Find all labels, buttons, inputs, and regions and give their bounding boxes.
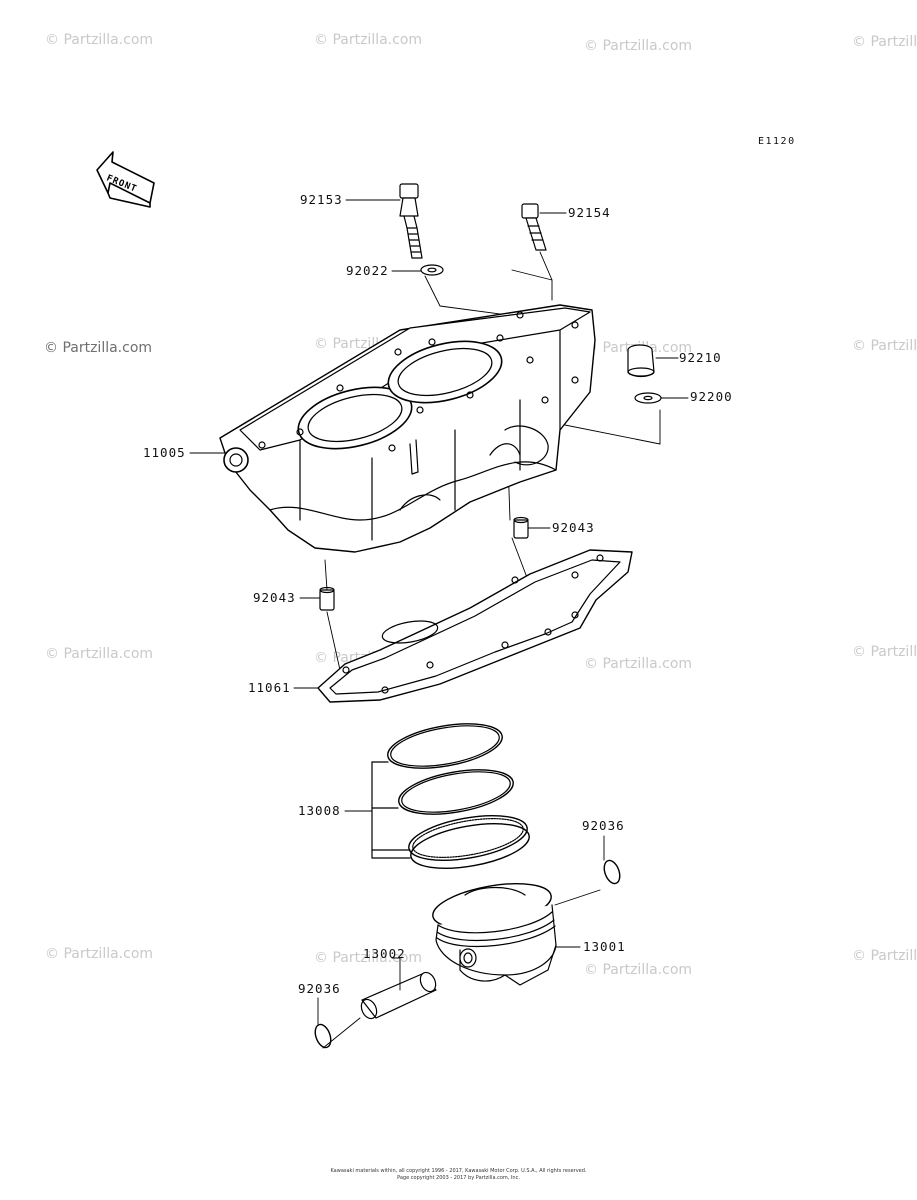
sleeve-92210 bbox=[627, 344, 655, 378]
callout-92200[interactable]: 92200 bbox=[690, 389, 733, 404]
watermark: © Partzilla.com bbox=[584, 962, 693, 978]
watermark: © Partzilla.com bbox=[584, 38, 693, 54]
front-arrow-icon: FRONT bbox=[96, 151, 155, 208]
callout-13001[interactable]: 13001 bbox=[583, 939, 626, 954]
circlip-92036-left bbox=[314, 1023, 332, 1049]
bolt-92154 bbox=[521, 203, 547, 251]
washer-92022 bbox=[420, 264, 444, 276]
watermark: © Partzilla.com bbox=[852, 338, 917, 354]
watermark: © Partzilla.com bbox=[45, 32, 154, 48]
watermark: © Partzilla.com bbox=[44, 340, 153, 356]
callout-92043-left[interactable]: 92043 bbox=[253, 590, 296, 605]
watermark: © Partzilla.com bbox=[852, 34, 917, 50]
callout-92154[interactable]: 92154 bbox=[568, 205, 611, 220]
watermark: © Partzilla.com bbox=[584, 656, 693, 672]
callout-11061[interactable]: 11061 bbox=[248, 680, 291, 695]
watermark: © Partzilla.com bbox=[314, 950, 423, 966]
callout-92036-right[interactable]: 92036 bbox=[582, 818, 625, 833]
copyright-footer-line1: Kawasaki materials within, all copyright… bbox=[330, 1168, 587, 1174]
leader-lines bbox=[189, 199, 689, 1025]
watermark: © Partzilla.com bbox=[852, 948, 917, 964]
watermark: © Partzilla.com bbox=[45, 646, 154, 662]
dowel-92043-right bbox=[513, 516, 529, 539]
callout-92022[interactable]: 92022 bbox=[346, 263, 389, 278]
circlip-92036-right bbox=[603, 859, 621, 885]
cylinder-block-11005 bbox=[219, 304, 596, 553]
callout-11005[interactable]: 11005 bbox=[143, 445, 186, 460]
callout-92153[interactable]: 92153 bbox=[300, 192, 343, 207]
callout-13002[interactable]: 13002 bbox=[363, 946, 406, 961]
piston-pin-13002 bbox=[360, 971, 437, 1020]
callout-92043-right[interactable]: 92043 bbox=[552, 520, 595, 535]
gasket-11061 bbox=[317, 549, 633, 703]
piston-13001 bbox=[432, 883, 557, 986]
watermark: © Partzilla.com bbox=[45, 946, 154, 962]
callout-92210[interactable]: 92210 bbox=[679, 350, 722, 365]
callout-92036-left[interactable]: 92036 bbox=[298, 981, 341, 996]
bolt-92153 bbox=[399, 183, 423, 259]
watermark: © Partzilla.com bbox=[852, 644, 917, 660]
watermark: © Partzilla.com bbox=[314, 32, 423, 48]
diagram-code: E1120 bbox=[758, 136, 796, 147]
dowel-92043-left bbox=[319, 586, 335, 611]
piston-rings-13008 bbox=[371, 723, 530, 869]
callout-13008[interactable]: 13008 bbox=[298, 803, 341, 818]
copyright-footer-line2: Page copyright 2003 - 2017 by Partzilla.… bbox=[397, 1175, 520, 1181]
washer-92200 bbox=[634, 392, 662, 404]
